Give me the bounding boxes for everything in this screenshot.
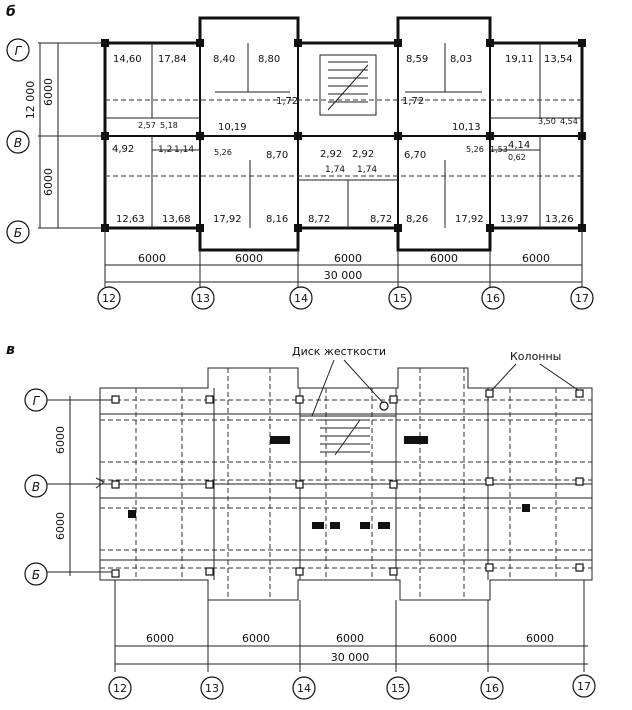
plan-b-label: б xyxy=(6,4,16,20)
dim-bottom: 6000 xyxy=(138,252,166,265)
dim-left: 6000 xyxy=(54,512,67,540)
dim-bottom: 6000 xyxy=(146,632,174,645)
area-label: 2,92 xyxy=(320,149,342,160)
dim-total-bottom: 30 000 xyxy=(331,651,370,664)
plan-v-callouts: Диск жесткости Колонны xyxy=(292,345,579,417)
area-label: 5,26 xyxy=(466,145,484,154)
dim-bottom: 6000 xyxy=(522,252,550,265)
area-label: 13,26 xyxy=(545,214,574,225)
area-label: 12,63 xyxy=(116,214,145,225)
axis-label: 15 xyxy=(393,292,407,305)
area-label: 5,26 xyxy=(214,148,232,157)
plan-v-beams xyxy=(100,388,592,580)
axis-label: 14 xyxy=(297,682,311,695)
area-label: 17,92 xyxy=(213,214,242,225)
area-label: 3,50 xyxy=(538,117,556,126)
plan-v-left-axes: Г В Б 6000 6000 xyxy=(24,388,112,586)
plan-b-bottom-dims: 6000 6000 6000 6000 6000 30 000 12 13 14… xyxy=(97,228,594,310)
axis-label: 13 xyxy=(205,682,219,695)
area-label: 13,68 xyxy=(162,214,191,225)
axis-label: 17 xyxy=(575,292,589,305)
area-label: 8,80 xyxy=(258,54,280,65)
axis-label: 16 xyxy=(486,292,500,305)
dim-bottom: 6000 xyxy=(235,252,263,265)
axis-label-v: В xyxy=(14,136,22,150)
dim-left: 6000 xyxy=(42,168,55,196)
axis-label: 12 xyxy=(102,292,116,305)
plan-b-room-areas: 14,60 17,84 8,40 8,80 8,59 8,03 19,11 13… xyxy=(112,54,578,225)
area-label: 10,19 xyxy=(218,122,247,133)
area-label: 13,97 xyxy=(500,214,529,225)
area-label: 1,74 xyxy=(325,165,345,175)
plan-b: б xyxy=(6,4,594,310)
plan-v-outline xyxy=(99,367,593,601)
area-label: 17,92 xyxy=(455,214,484,225)
area-label: 14,60 xyxy=(113,54,142,65)
axis-label-v: В xyxy=(32,480,40,494)
dim-bottom: 6000 xyxy=(334,252,362,265)
plan-v-bottom-dims: 6000 6000 6000 6000 6000 30 000 12 13 14… xyxy=(108,580,596,700)
axis-label: 15 xyxy=(391,682,405,695)
axis-label: 16 xyxy=(485,682,499,695)
axis-label: 13 xyxy=(196,292,210,305)
dim-bottom: 6000 xyxy=(242,632,270,645)
area-label: 0,62 xyxy=(508,153,526,162)
area-label: 1,72 xyxy=(276,96,298,107)
area-label: 8,16 xyxy=(266,214,288,225)
axis-label: 14 xyxy=(294,292,308,305)
area-label: 6,70 xyxy=(404,150,426,161)
dim-total-left: 12 000 xyxy=(24,81,37,120)
area-label: 2,92 xyxy=(352,149,374,160)
area-label: 1,72 xyxy=(402,96,424,107)
axis-label: 12 xyxy=(113,682,127,695)
area-label: 1,14 xyxy=(174,145,194,155)
area-label: 8,72 xyxy=(308,214,330,225)
area-label: 4,54 xyxy=(560,117,578,126)
dim-total-bottom: 30 000 xyxy=(324,269,363,282)
area-label: 8,59 xyxy=(406,54,428,65)
area-label: 10,13 xyxy=(452,122,481,133)
note-stiffness-disk: Диск жесткости xyxy=(292,345,386,358)
area-label: 4,92 xyxy=(112,144,134,155)
area-label: 8,70 xyxy=(266,150,288,161)
axis-label-b: Б xyxy=(14,226,22,240)
dim-bottom: 6000 xyxy=(526,632,554,645)
plan-b-staircase xyxy=(327,61,369,111)
area-label: 4,14 xyxy=(508,140,530,151)
plan-v-columns xyxy=(111,389,584,578)
dim-bottom: 6000 xyxy=(336,632,364,645)
note-columns: Колонны xyxy=(510,350,561,363)
plan-v: в xyxy=(6,342,596,700)
axis-label-g: Г xyxy=(15,44,23,58)
area-label: 1,2 xyxy=(158,145,172,155)
plan-v-label: в xyxy=(6,342,15,358)
plan-b-left-axes: Г В Б 12 000 6000 6000 xyxy=(6,38,105,244)
area-label: 1,53 xyxy=(490,145,508,154)
area-label: 8,26 xyxy=(406,214,428,225)
dim-bottom: 6000 xyxy=(430,252,458,265)
area-label: 17,84 xyxy=(158,54,187,65)
area-label: 2,57 xyxy=(138,121,156,130)
area-label: 19,11 xyxy=(505,54,534,65)
area-label: 8,72 xyxy=(370,214,392,225)
plan-b-partitions xyxy=(105,43,582,228)
area-label: 8,03 xyxy=(450,54,472,65)
dim-left: 6000 xyxy=(42,78,55,106)
area-label: 5,18 xyxy=(160,121,178,130)
axis-label-b: Б xyxy=(32,568,40,582)
axis-label: 17 xyxy=(577,680,591,693)
area-label: 8,40 xyxy=(213,54,235,65)
axis-label-g: Г xyxy=(33,394,41,408)
area-label: 1,74 xyxy=(357,165,377,175)
dim-left: 6000 xyxy=(54,426,67,454)
plan-v-openings xyxy=(128,436,530,529)
plan-v-stiffness-core xyxy=(299,415,397,463)
dim-bottom: 6000 xyxy=(429,632,457,645)
area-label: 13,54 xyxy=(544,54,573,65)
